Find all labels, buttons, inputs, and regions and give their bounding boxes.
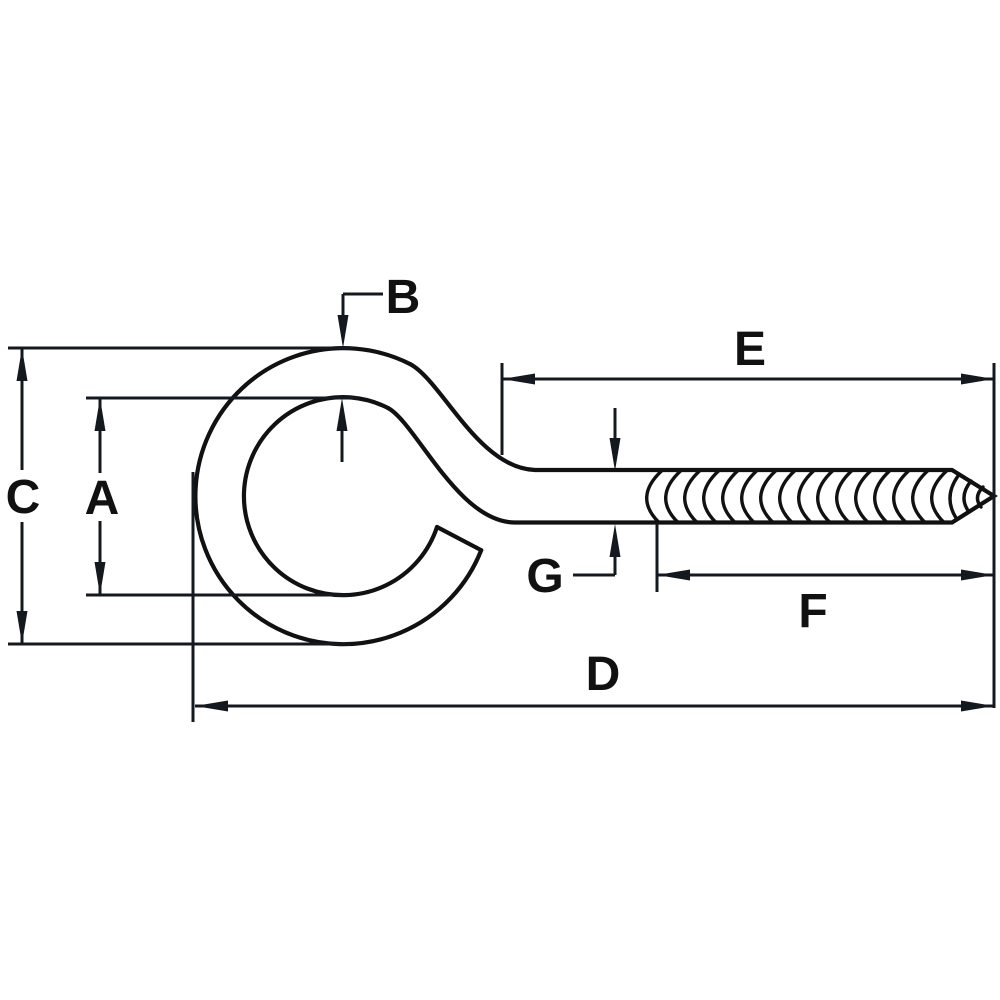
thread-arc bbox=[721, 468, 740, 525]
dim-label-f: F bbox=[798, 585, 827, 638]
arrow-down-a bbox=[94, 562, 106, 595]
dim-label-a: A bbox=[85, 472, 120, 525]
screw-body-outline bbox=[385, 362, 998, 525]
thread-arcs bbox=[645, 468, 985, 525]
dim-label-c: C bbox=[6, 471, 41, 524]
dim-label-b: B bbox=[386, 271, 421, 324]
thread-arc bbox=[873, 468, 892, 525]
thread-arc bbox=[702, 468, 721, 525]
dim-label-e: E bbox=[734, 323, 766, 376]
thread-arc bbox=[740, 468, 759, 525]
thread-arc bbox=[892, 468, 911, 525]
arrow-right-d bbox=[961, 700, 994, 712]
dimension-a: A bbox=[85, 398, 120, 595]
thread-arc bbox=[835, 468, 854, 525]
arrow-up-c bbox=[16, 348, 28, 381]
dimension-c: C bbox=[6, 348, 41, 644]
thread-arc bbox=[797, 468, 816, 525]
arrow-right-e bbox=[961, 373, 994, 385]
cone-thread-arc bbox=[962, 479, 973, 514]
thread-arc bbox=[816, 468, 835, 525]
screw-drawing bbox=[193, 346, 998, 647]
eye-outer-arc bbox=[193, 346, 484, 647]
arrow-down-b-outer bbox=[337, 315, 349, 348]
eye-inner-arc bbox=[241, 395, 440, 598]
arrow-left-f bbox=[657, 569, 690, 581]
dim-label-g: G bbox=[526, 550, 563, 603]
dimension-d: D bbox=[195, 648, 994, 712]
dimension-f: F bbox=[657, 569, 994, 638]
arrow-up-a bbox=[94, 398, 106, 431]
thread-arc bbox=[683, 468, 702, 525]
arrow-left-d bbox=[195, 700, 228, 712]
cone-thread-arc bbox=[975, 485, 985, 509]
arrow-up-g bbox=[609, 524, 621, 557]
thread-arc bbox=[854, 468, 873, 525]
thread-arc bbox=[911, 468, 930, 525]
arrow-up-b-inner bbox=[336, 398, 348, 431]
dimension-g: G bbox=[526, 408, 621, 603]
arrow-left-e bbox=[502, 373, 535, 385]
arrow-down-g bbox=[609, 438, 621, 471]
arrow-down-c bbox=[16, 611, 28, 644]
arrow-right-f bbox=[961, 569, 994, 581]
dimension-b: B bbox=[336, 271, 421, 462]
thread-arc bbox=[664, 468, 683, 525]
thread-arc bbox=[645, 468, 664, 525]
extension-lines bbox=[8, 346, 996, 722]
dimension-e: E bbox=[502, 323, 994, 385]
thread-arc bbox=[930, 468, 949, 525]
thread-arc bbox=[778, 468, 797, 525]
dim-label-d: D bbox=[586, 648, 621, 701]
cone-thread-arc bbox=[948, 474, 960, 520]
thread-arc bbox=[759, 468, 778, 525]
wire-end-cap bbox=[434, 524, 484, 553]
